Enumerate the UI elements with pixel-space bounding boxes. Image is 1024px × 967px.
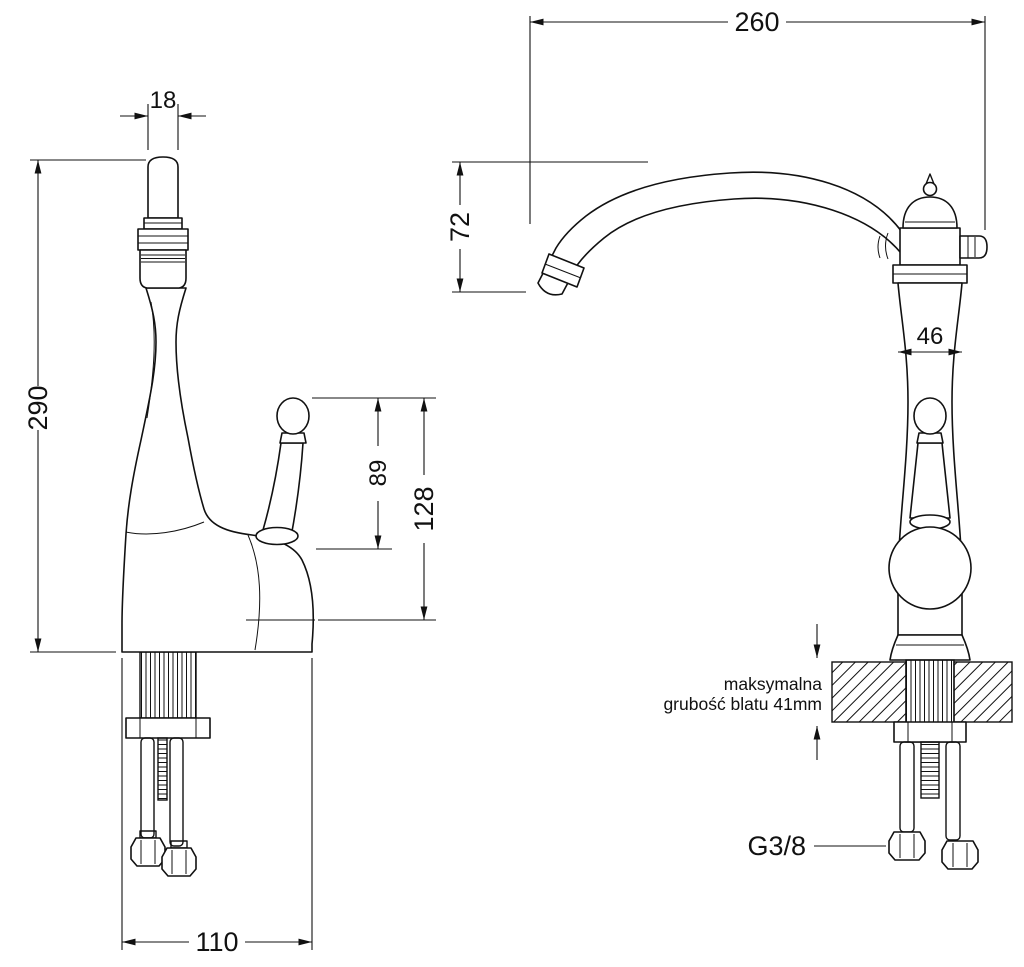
supply-hose-side-right xyxy=(945,741,961,841)
finial-knob-side xyxy=(922,181,938,197)
dim-total-height-label: 290 xyxy=(23,385,53,430)
aerator-front xyxy=(139,249,187,289)
dim-handle-height: 89 xyxy=(312,397,436,550)
dimension-annotations: 18 290 89 128 110 xyxy=(23,7,986,957)
top-dome-side xyxy=(902,196,958,229)
mounting-bracket-side xyxy=(893,721,967,743)
faucet-handle-side xyxy=(888,397,972,610)
countertop-thickness-note: maksymalna grubość blatu 41mm xyxy=(663,624,822,760)
handle-pivot-ball-side xyxy=(888,526,972,610)
dim-body-height: 128 xyxy=(318,398,439,621)
spout-side xyxy=(537,171,906,296)
countertop-left xyxy=(831,661,907,723)
side-view xyxy=(537,171,1013,870)
dim-spout-reach: 260 xyxy=(529,7,986,230)
hose-connector-side-left xyxy=(888,831,926,861)
rear-knob-side xyxy=(959,235,988,259)
thread-size-callout: G3/8 xyxy=(747,831,886,861)
base-flare-side xyxy=(889,634,971,661)
hose-connector-side-right xyxy=(941,840,979,870)
mounting-bracket-front xyxy=(125,717,211,739)
spout-tip-front xyxy=(147,156,179,219)
dim-spout-tip-width-label: 18 xyxy=(150,87,177,114)
spout-holder-side xyxy=(899,227,961,266)
countertop-note-line2: grubość blatu 41mm xyxy=(663,694,822,714)
faucet-body-front xyxy=(121,287,315,653)
supply-hose-front-right xyxy=(169,737,184,847)
mounting-stud-front xyxy=(157,737,168,801)
dim-body-width: 46 xyxy=(898,323,962,356)
hose-connector-front-left xyxy=(130,830,166,867)
dim-spout-drop-label: 72 xyxy=(445,212,475,242)
dim-body-height-label: 128 xyxy=(409,486,439,531)
front-view xyxy=(121,156,315,877)
threaded-shank-front xyxy=(139,651,197,719)
dim-spout-drop: 72 xyxy=(445,161,648,293)
hose-connector-front-right xyxy=(161,840,197,877)
handle-knob-side xyxy=(913,397,947,435)
dim-spout-reach-label: 260 xyxy=(734,7,779,37)
countertop-right xyxy=(953,661,1013,723)
mounting-stud-side xyxy=(920,741,940,799)
dim-base-width-label: 110 xyxy=(195,927,238,957)
faucet-handle-front xyxy=(255,397,310,546)
countertop-note-line1: maksymalna xyxy=(724,674,822,694)
dim-total-height: 290 xyxy=(23,159,146,653)
dim-spout-tip-width: 18 xyxy=(120,87,206,150)
dim-body-width-label: 46 xyxy=(917,323,944,350)
tip-flange-front xyxy=(137,228,189,251)
thread-size-label: G3/8 xyxy=(747,831,806,861)
handle-knob-front xyxy=(276,397,310,435)
dim-base-width: 110 xyxy=(121,658,313,957)
dim-handle-height-label: 89 xyxy=(365,460,392,487)
